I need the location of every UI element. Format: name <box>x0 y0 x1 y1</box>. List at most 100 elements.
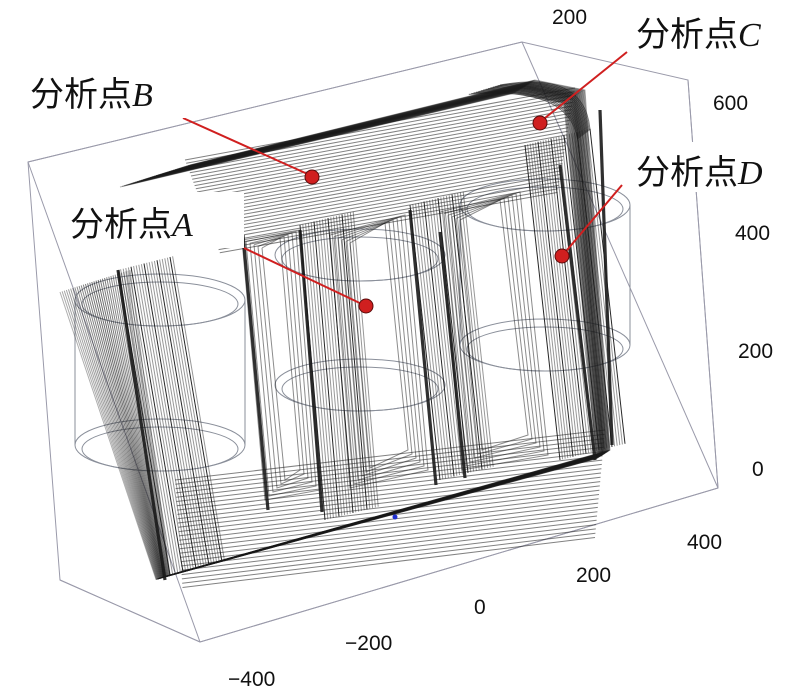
mesh-outline <box>70 90 599 580</box>
mesh-line <box>321 219 348 515</box>
mesh-outline <box>459 199 529 451</box>
mesh-line <box>179 494 600 545</box>
mesh-outline <box>249 232 313 493</box>
analysis-markers <box>304 115 570 314</box>
leader-D <box>561 184 623 257</box>
mesh-line <box>341 214 368 510</box>
mesh-outline <box>443 192 545 467</box>
mesh-line <box>148 262 202 568</box>
mesh-line <box>164 258 218 564</box>
mesh-corner-curve <box>499 81 591 131</box>
mesh-line <box>527 144 564 460</box>
mesh-corner-curve <box>468 92 579 140</box>
mesh-line <box>408 209 438 486</box>
mesh-corner-curve <box>487 85 586 134</box>
mesh-line <box>204 145 566 212</box>
mesh-line <box>324 218 351 514</box>
mesh-line <box>558 164 597 461</box>
mesh-outline <box>447 194 541 463</box>
mesh-origin-dot <box>392 514 398 520</box>
mesh-outline <box>341 219 417 477</box>
mesh-line <box>540 141 577 457</box>
mesh-line <box>213 173 561 238</box>
mesh-line <box>529 143 566 459</box>
mesh-line <box>195 119 570 190</box>
mesh-line <box>161 258 215 565</box>
mesh-line <box>310 222 337 518</box>
mesh-line <box>196 123 570 193</box>
mesh-line <box>307 222 334 518</box>
mesh-line <box>116 269 167 581</box>
marker-C <box>532 115 548 131</box>
mesh-line <box>178 485 600 537</box>
mesh-corner-curve <box>483 87 584 136</box>
mesh-line <box>169 256 223 563</box>
mesh-line <box>349 212 376 508</box>
mesh-outline <box>261 237 301 481</box>
label-D-prefix: 分析点 <box>636 154 738 192</box>
x-tick-neg400: −400 <box>228 668 275 691</box>
mesh-outline <box>439 191 549 471</box>
core-mesh <box>59 79 626 588</box>
mesh-line <box>178 481 601 533</box>
mesh-line <box>153 260 207 566</box>
mesh-line <box>584 129 621 446</box>
mesh-line <box>214 177 561 241</box>
mesh-line <box>177 459 603 511</box>
mesh-line <box>186 91 575 164</box>
mesh-corner-curve <box>485 86 585 135</box>
x-tick-200: 200 <box>576 564 611 587</box>
mesh-line <box>333 216 360 512</box>
mesh-outline <box>125 80 610 576</box>
mesh-line <box>177 472 602 524</box>
mesh-outline <box>65 91 598 580</box>
mesh-line <box>194 116 571 187</box>
x-tick-neg200: −200 <box>345 632 392 655</box>
mesh-line <box>210 163 563 228</box>
marker-A <box>358 298 374 314</box>
mesh-outline <box>118 81 609 577</box>
mesh-corner-curve <box>497 82 590 131</box>
mesh-line <box>352 211 379 507</box>
mesh-outline <box>127 79 611 576</box>
x-tick-400: 400 <box>687 531 722 554</box>
mesh-line <box>175 433 605 485</box>
mesh-line <box>181 524 597 576</box>
mesh-line <box>198 127 569 196</box>
mesh-line <box>181 519 597 571</box>
mesh-corner-curve <box>471 91 579 139</box>
mesh-line <box>175 442 604 494</box>
mesh-line <box>537 141 574 457</box>
mesh-corner-curve <box>492 84 588 133</box>
y-tick-600: 600 <box>713 92 748 115</box>
mesh-line <box>176 455 603 507</box>
mesh-line <box>344 213 371 509</box>
label-C-letter: C <box>738 17 761 54</box>
mesh-line <box>560 135 597 451</box>
mesh-line <box>193 112 571 183</box>
mesh-line <box>412 204 444 480</box>
mesh-line <box>176 446 604 498</box>
mesh-line <box>241 234 270 511</box>
mesh-line <box>420 202 452 478</box>
mesh-outline <box>121 81 609 577</box>
y-tick-200: 200 <box>552 6 587 29</box>
mesh-line <box>440 197 472 473</box>
label-C-prefix: 分析点 <box>636 16 738 54</box>
mesh-outline <box>451 196 537 459</box>
leader-C <box>539 51 628 123</box>
mesh-outline <box>116 81 608 577</box>
mesh-line <box>415 203 447 479</box>
marker-D <box>554 248 570 264</box>
mesh-line <box>180 515 598 567</box>
mesh-line <box>159 259 213 565</box>
mesh-line <box>207 155 564 222</box>
mesh-line <box>187 94 574 167</box>
mesh-line <box>178 476 601 528</box>
mesh-line <box>146 262 200 568</box>
label-A-prefix: 分析点 <box>70 206 172 244</box>
mesh-line <box>553 137 590 453</box>
mesh-outline <box>245 230 317 497</box>
